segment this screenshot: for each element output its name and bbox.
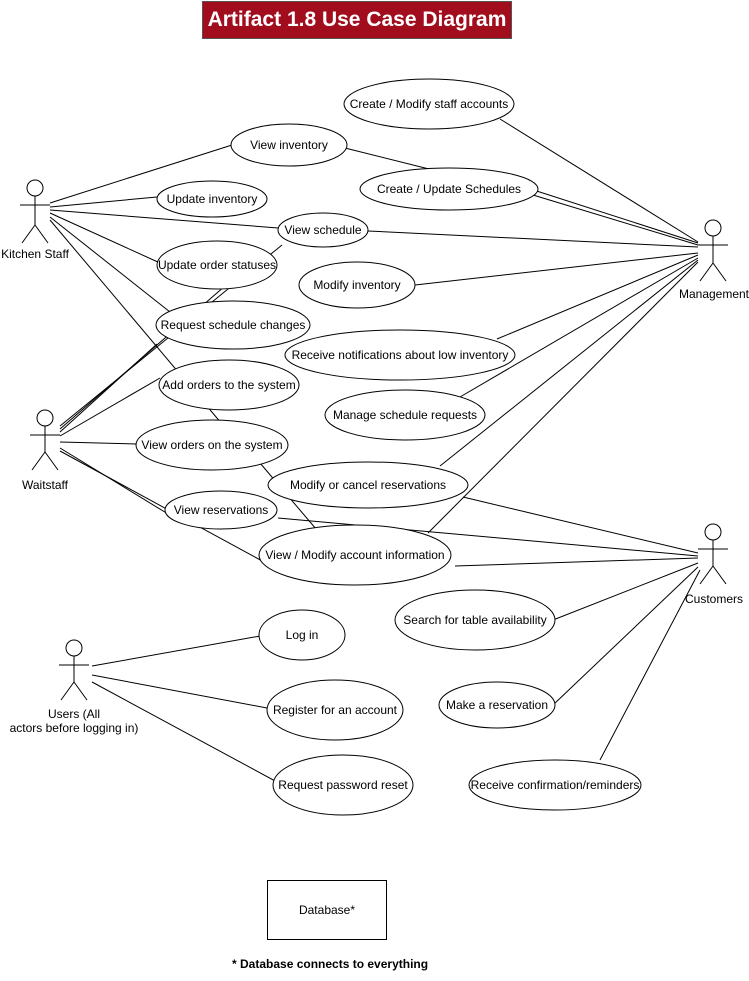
svg-text:Request password reset: Request password reset [278,778,408,792]
svg-text:Search for table availability: Search for table availability [403,613,546,627]
svg-text:Register for an account: Register for an account [273,703,398,717]
actor-users: Users (All actors before logging in) [10,639,139,735]
stick-figure-icon [698,219,728,282]
use-case-create-modify-accounts: Create / Modify staff accounts [343,78,515,130]
svg-text:Modify or cancel reservations: Modify or cancel reservations [290,478,446,492]
svg-text:actors before logging in): actors before logging in) [10,721,139,735]
database-label: Database* [298,903,356,917]
actor-management: Management [679,219,749,301]
database-box: Database* [267,880,387,940]
use-case-password-reset: Request password reset [272,754,414,816]
database-footnote: * Database connects to everything [232,957,429,971]
use-case-modify-cancel-reservations: Modify or cancel reservations [267,461,469,509]
svg-text:View / Modify account informat: View / Modify account information [265,548,444,562]
svg-text:Update inventory: Update inventory [167,192,258,206]
actor-kitchen-staff: Kitchen Staff [1,179,70,261]
use-case-receive-low-inventory: Receive notifications about low inventor… [284,329,516,381]
svg-text:Receive notifications about lo: Receive notifications about low inventor… [292,348,509,362]
svg-text:Users (All: Users (All [48,707,100,721]
svg-text:Make a reservation: Make a reservation [446,698,548,712]
use-case-request-schedule-changes: Request schedule changes [155,300,311,350]
svg-text:Receive confirmation/reminders: Receive confirmation/reminders [471,778,640,792]
use-case-make-reservation: Make a reservation [438,681,556,729]
use-case-register: Register for an account [266,679,404,741]
svg-text:View schedule: View schedule [284,223,361,237]
svg-text:Waitstaff: Waitstaff [22,478,69,492]
svg-text:Update order statuses: Update order statuses [158,258,276,272]
use-case-log-in: Log in [258,609,346,661]
use-case-create-update-schedules: Create / Update Schedules [359,167,539,211]
svg-text:Add orders to the system: Add orders to the system [162,378,295,392]
stick-figure-icon [30,409,60,471]
svg-text:Customers: Customers [685,592,743,606]
use-case-add-orders: Add orders to the system [158,359,300,411]
svg-text:View inventory: View inventory [250,138,328,152]
svg-text:View reservations: View reservations [174,503,269,517]
svg-text:Management: Management [679,287,749,301]
stick-figure-icon [698,523,728,585]
actor-customers: Customers [685,523,743,606]
actor-waitstaff: Waitstaff [22,409,69,492]
use-case-view-inventory: View inventory [230,123,348,167]
svg-text:Kitchen Staff: Kitchen Staff [1,247,69,261]
use-case-modify-inventory: Modify inventory [298,261,416,309]
svg-text:Modify inventory: Modify inventory [313,278,400,292]
use-case-view-schedule: View schedule [277,212,369,248]
stick-figure-icon [20,179,50,244]
svg-text:Request schedule changes: Request schedule changes [161,318,306,332]
use-case-manage-schedule-requests: Manage schedule requests [324,389,486,441]
diagram-title: Artifact 1.8 Use Case Diagram [202,1,512,39]
use-case-update-inventory: Update inventory [156,180,268,218]
use-case-view-modify-account: View / Modify account information [258,524,452,586]
stick-figure-icon [59,639,89,701]
svg-text:Create / Update Schedules: Create / Update Schedules [377,182,521,196]
svg-text:Manage schedule requests: Manage schedule requests [333,408,477,422]
use-case-receive-confirmation: Receive confirmation/reminders [468,759,642,811]
svg-text:Log in: Log in [286,628,319,642]
use-case-view-orders: View orders on the system [135,419,289,471]
use-case-view-reservations: View reservations [164,490,278,530]
use-case-search-table: Search for table availability [394,589,556,651]
use-case-update-order-statuses: Update order statuses [156,240,278,290]
svg-text:View orders on the system: View orders on the system [141,438,282,452]
svg-text:Create / Modify staff accounts: Create / Modify staff accounts [350,97,509,111]
